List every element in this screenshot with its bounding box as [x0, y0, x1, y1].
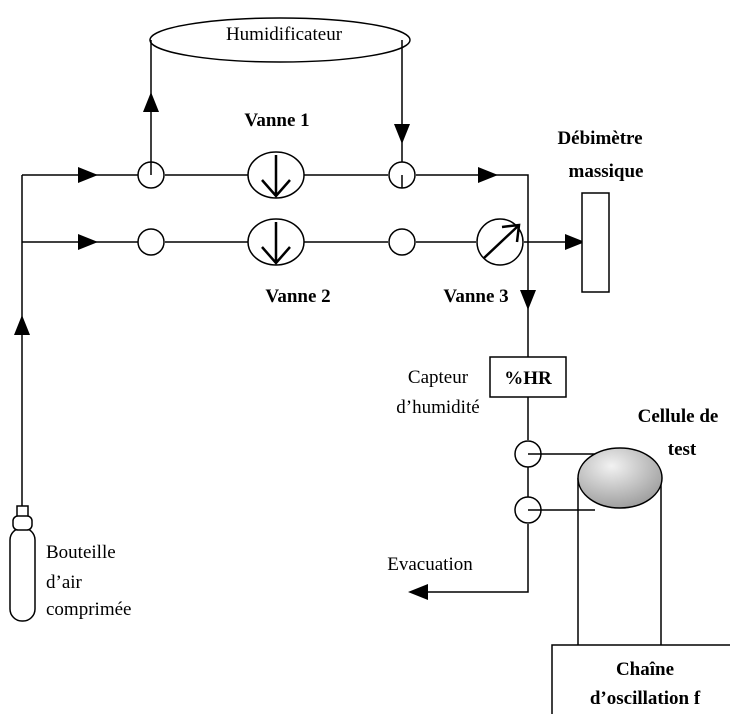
- needle-valve-icon: [483, 223, 521, 259]
- arrow-icon: [14, 315, 30, 335]
- mass-flowmeter: Débimètre massique: [557, 128, 644, 293]
- valve-icon: [261, 155, 291, 198]
- arrow-icon: [520, 290, 536, 310]
- oscillation-chain: Chaîne d’oscillation f: [551, 644, 730, 714]
- arrow-icon: [78, 167, 98, 183]
- arrow-icon: [408, 584, 428, 600]
- sensor-label-2: d’humidité: [396, 397, 479, 418]
- valve-3-label: Vanne 3: [443, 286, 508, 307]
- sensor-box-label: %HR: [504, 368, 552, 389]
- arrow-icon: [78, 234, 98, 250]
- flowmeter-label-1: Débimètre: [557, 128, 642, 149]
- bottle-label-3: comprimée: [46, 599, 131, 620]
- flowmeter-label-2: massique: [569, 161, 644, 182]
- valve-icon: [261, 222, 291, 265]
- humidifier: Humidificateur: [149, 17, 411, 63]
- cell-label-2: test: [668, 439, 697, 460]
- gas-bottle-icon: Bouteille d’air comprimée: [9, 505, 131, 622]
- arrow-icon: [565, 234, 585, 250]
- evacuation-label: Evacuation: [387, 554, 473, 575]
- arrow-icon: [143, 92, 159, 112]
- cell-label-1: Cellule de: [638, 406, 719, 427]
- bottle-label-2: d’air: [46, 572, 83, 593]
- valve-1: Vanne 1: [244, 110, 310, 199]
- sensor-label-1: Capteur: [408, 367, 469, 388]
- bottle-label-1: Bouteille: [46, 542, 116, 563]
- node: [137, 228, 165, 256]
- chain-label-2: d’oscillation f: [590, 688, 701, 709]
- humidifier-label: Humidificateur: [226, 24, 343, 45]
- node: [388, 228, 416, 256]
- valve-2: Vanne 2: [247, 218, 331, 307]
- chain-label-1: Chaîne: [616, 659, 674, 680]
- sensor-line: [420, 305, 529, 593]
- valve-1-label: Vanne 1: [244, 110, 309, 131]
- humidity-sensor: %HR Capteur d’humidité: [396, 356, 567, 418]
- valve-2-label: Vanne 2: [265, 286, 330, 307]
- test-cell: Cellule de test: [577, 406, 719, 645]
- valve-3: Vanne 3: [443, 218, 524, 307]
- arrow-icon: [394, 124, 410, 144]
- arrow-icon: [478, 167, 498, 183]
